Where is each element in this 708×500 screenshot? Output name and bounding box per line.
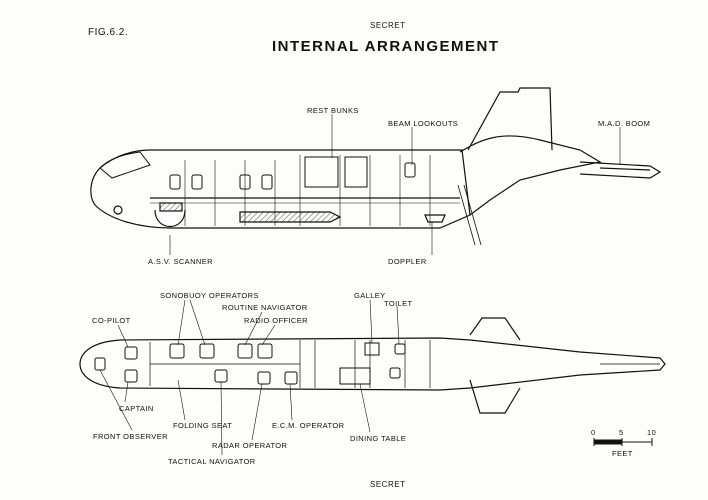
scale-tick-0: 0 bbox=[591, 428, 596, 437]
label-dining-table: DINING TABLE bbox=[350, 434, 407, 443]
label-front-observer: FRONT OBSERVER bbox=[93, 432, 168, 441]
label-mad-boom: M.A.D. BOOM bbox=[598, 119, 651, 128]
label-asv-scanner: A.S.V. SCANNER bbox=[148, 257, 213, 266]
label-folding-seat: FOLDING SEAT bbox=[173, 421, 233, 430]
tailplane-upper bbox=[469, 317, 521, 341]
label-routine-navigator: ROUTINE NAVIGATOR bbox=[222, 303, 308, 312]
page-title: INTERNAL ARRANGEMENT bbox=[272, 38, 500, 55]
tail-cone bbox=[459, 135, 602, 216]
label-doppler: DOPPLER bbox=[388, 257, 427, 266]
scale-tick-10: 10 bbox=[647, 428, 657, 437]
label-radar-operator: RADAR OPERATOR bbox=[212, 441, 288, 450]
label-radio-officer: RADIO OFFICER bbox=[244, 316, 308, 325]
label-toilet: TOILET bbox=[384, 299, 413, 308]
label-captain: CAPTAIN bbox=[119, 404, 154, 413]
scale-tick-5: 5 bbox=[619, 428, 624, 437]
plan-view bbox=[79, 317, 666, 414]
label-tactical-navigator: TACTICAL NAVIGATOR bbox=[168, 457, 256, 466]
tailplane-lower bbox=[469, 379, 521, 414]
label-co-pilot: CO-PILOT bbox=[92, 316, 131, 325]
scale-unit: FEET bbox=[612, 449, 633, 458]
label-beam-lookouts: BEAM LOOKOUTS bbox=[388, 119, 459, 128]
fuselage-plan bbox=[79, 337, 666, 391]
tail-fin bbox=[467, 87, 553, 151]
weapons-bay bbox=[239, 211, 342, 223]
label-rest-bunks: REST BUNKS bbox=[307, 106, 359, 115]
label-galley: GALLEY bbox=[354, 291, 386, 300]
mad-boom bbox=[579, 161, 662, 179]
classification-top: SECRET bbox=[370, 21, 406, 30]
scale-bar bbox=[593, 438, 653, 446]
label-sonobuoy-operators: SONOBUOY OPERATORS bbox=[160, 291, 259, 300]
figure-number: FIG.6.2. bbox=[88, 27, 129, 38]
classification-bottom: SECRET bbox=[370, 480, 406, 489]
side-view bbox=[90, 87, 662, 246]
label-ecm-operator: E.C.M. OPERATOR bbox=[272, 421, 345, 430]
